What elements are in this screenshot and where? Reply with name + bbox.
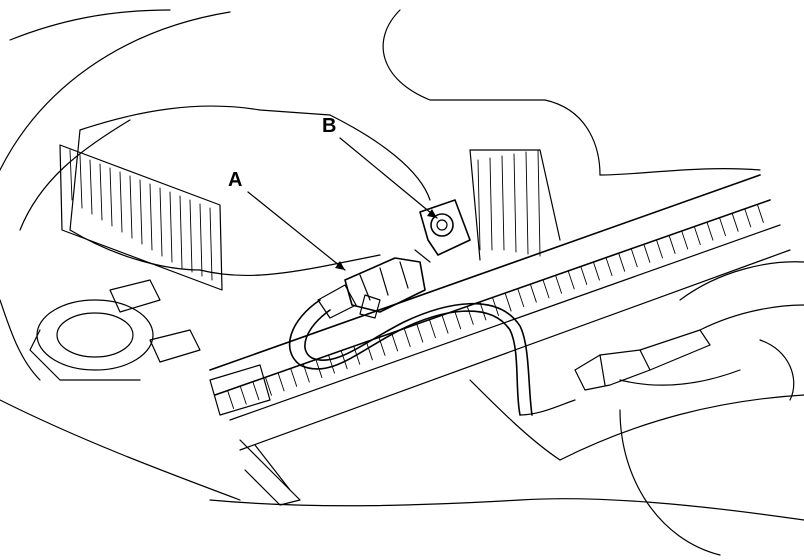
rail-tooth [719, 217, 726, 237]
rail-tooth [416, 323, 424, 343]
reservoir-cap [29, 299, 154, 381]
knock-sensor [414, 199, 471, 263]
rail-tooth [466, 305, 474, 325]
rail-tooth [479, 301, 487, 321]
rail-tooth [756, 203, 764, 223]
rail-tooth [428, 319, 436, 339]
rail-tooth [529, 283, 537, 303]
rail-tooth [504, 292, 512, 312]
rail-tooth [277, 372, 285, 392]
callout-label-a: A [228, 169, 242, 191]
right-clamp [574, 329, 741, 391]
center-grille [477, 149, 541, 257]
callout-label-b: B [322, 115, 336, 137]
rail-tooth [656, 239, 663, 259]
rail-tooth [706, 221, 714, 241]
wiring-harness [288, 299, 576, 416]
sensor-connector [317, 257, 426, 319]
rail-tooth [227, 390, 235, 410]
rail-tooth [454, 310, 462, 330]
rail-tooth [592, 261, 600, 281]
rail-tooth [618, 252, 626, 272]
rail-tooth [365, 341, 373, 361]
rail-tooth [239, 385, 247, 405]
rail-tooth [681, 230, 689, 250]
rail-tooth [744, 208, 752, 228]
rail-tooth [441, 314, 449, 334]
bracket-clamps [109, 279, 301, 506]
rail-tooth [290, 367, 298, 387]
left-grille [59, 144, 223, 291]
rail-tooth [403, 328, 411, 347]
rail-tooth [630, 248, 638, 268]
diagonal-rail [209, 174, 791, 451]
rail-tooth [567, 270, 575, 290]
rail-tooth [693, 226, 701, 246]
engine-cover [69, 105, 561, 277]
rail-tooth [340, 350, 348, 370]
rail-tooth [668, 235, 676, 254]
rail-tooth [643, 243, 651, 263]
rail-tooth [517, 288, 525, 308]
rail-tooth [731, 212, 739, 232]
rail-tooth [605, 257, 613, 277]
callout-b-arrowhead [427, 209, 437, 218]
body-outline [0, 9, 804, 556]
rail-tooth [542, 279, 550, 299]
rail-tooth [555, 274, 563, 294]
rail-tooth [391, 332, 399, 352]
rail-tooth [328, 354, 335, 374]
rail-tooth [580, 266, 588, 285]
rail-tooth [265, 376, 272, 396]
callout-leaders [247, 137, 438, 271]
rail-tooth [252, 381, 260, 401]
callout-a-arrowhead [335, 261, 345, 270]
